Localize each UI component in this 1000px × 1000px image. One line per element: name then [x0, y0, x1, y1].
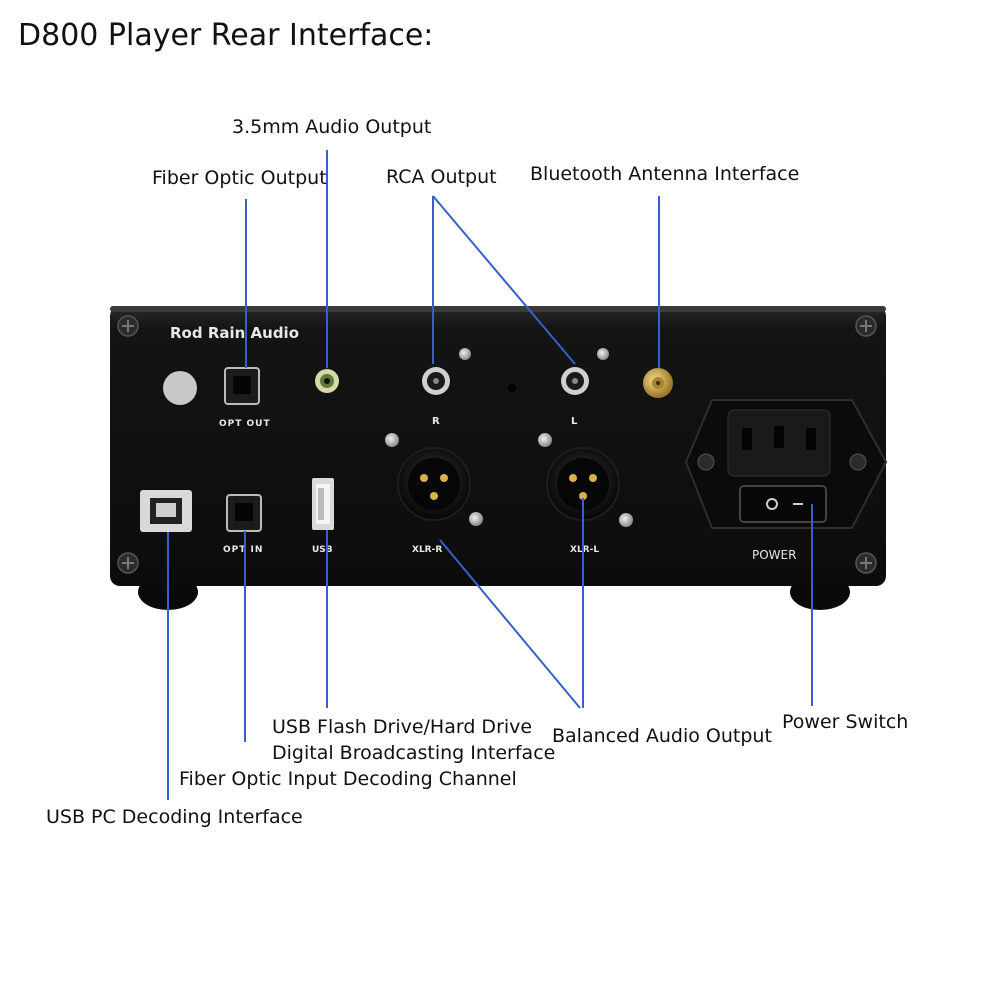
opt-in-label: OPT IN — [223, 545, 263, 555]
power-label: POWER — [752, 548, 796, 562]
callout-rca-output: RCA Output — [386, 166, 497, 188]
callout-fiber-optic-output: Fiber Optic Output — [152, 167, 327, 189]
chassis — [110, 306, 886, 586]
rca-l-label: L — [571, 416, 578, 427]
callout-usb-pc-decoding: USB PC Decoding Interface — [46, 806, 303, 828]
callout-usb-flash-line1: USB Flash Drive/Hard Drive — [272, 716, 533, 738]
callout-usb-flash-drive: USB Flash Drive/Hard Drive Digital Broad… — [272, 714, 555, 766]
panel-brand: Rod Rain Audio — [170, 324, 299, 342]
power-switch — [739, 485, 827, 523]
callout-bluetooth-antenna: Bluetooth Antenna Interface — [530, 163, 800, 185]
xlr-r-label: XLR-R — [412, 545, 442, 555]
power-inlet — [684, 399, 888, 529]
usb-label: USB — [312, 545, 333, 555]
xlr-l-label: XLR-L — [570, 545, 599, 555]
page-title: D800 Player Rear Interface: — [18, 18, 434, 53]
callout-power-switch: Power Switch — [782, 711, 909, 733]
leader-lines — [167, 150, 813, 800]
callout-usb-flash-line2: Digital Broadcasting Interface — [272, 742, 556, 764]
callout-35mm-audio-output: 3.5mm Audio Output — [232, 116, 432, 138]
callout-fiber-optic-input: Fiber Optic Input Decoding Channel — [179, 768, 517, 790]
opt-out-label: OPT OUT — [219, 419, 271, 429]
sticker — [163, 371, 197, 405]
rca-r-label: R — [432, 416, 440, 427]
callout-balanced-audio-output: Balanced Audio Output — [552, 725, 772, 747]
